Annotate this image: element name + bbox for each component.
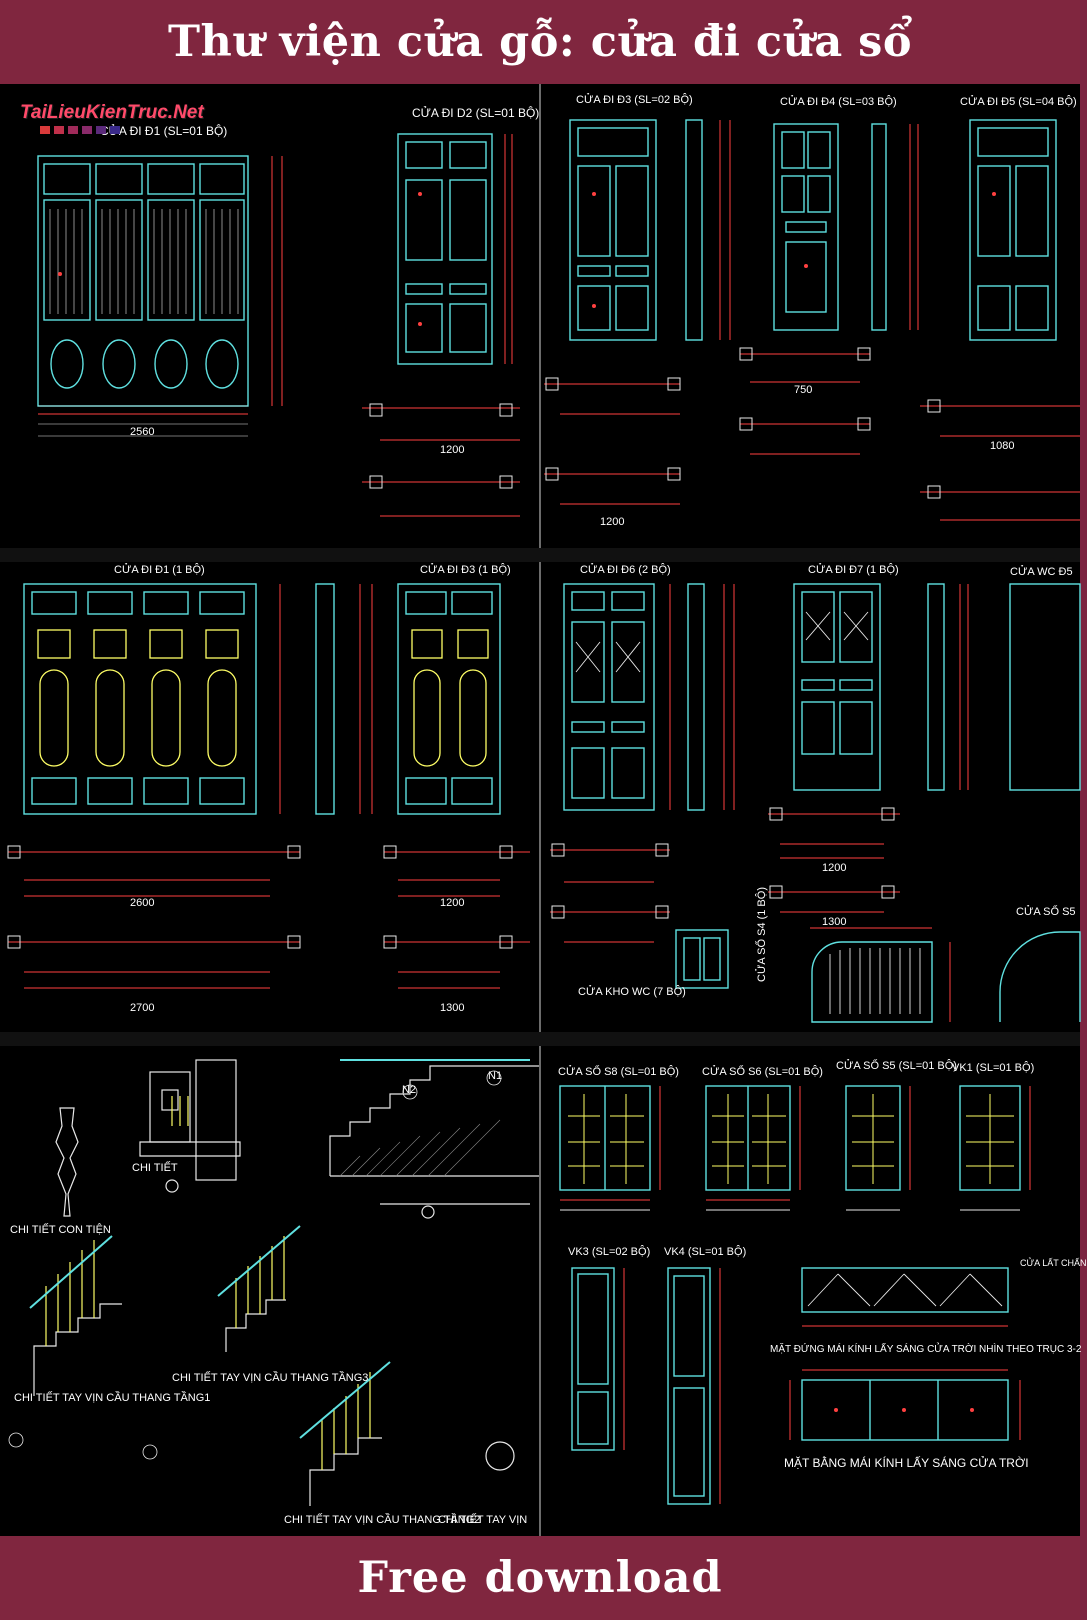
divider-horizontal-2 (0, 1032, 1080, 1046)
label-cua-lat-chan: CỬA LẤT CHẤN (1020, 1258, 1087, 1268)
label-door-d6: CỬA ĐI Đ6 (2 BỘ) (580, 564, 671, 576)
label-window-s5-p6: CỬA SỔ S5 (SL=01 BỘ) (836, 1060, 957, 1072)
label-railing-floor3: CHI TIẾT TAY VỊN CẦU THANG TẦNG3 (172, 1372, 369, 1384)
label-vk4: VK4 (SL=01 BỘ) (664, 1246, 747, 1258)
label-vk3: VK3 (SL=02 BỘ) (568, 1246, 651, 1258)
dim-1200: 1200 (440, 444, 465, 456)
panel-door-d1-d3-detail: CỬA ĐI Đ1 (1 BỘ) CỬA ĐI Đ3 (1 BỘ) 2600 2… (0, 562, 540, 1032)
free-download-label: Free download (357, 1553, 723, 1603)
label-railing-floor2: CHI TIẾT TAY VỊN CẦU THANG TẦNG2 (284, 1514, 481, 1526)
label-door-d7: CỬA ĐI Đ7 (1 BỘ) (808, 564, 899, 576)
door-d1-d2-drawing (37, 133, 520, 517)
label-door-d4: CỬA ĐI Đ4 (SL=03 BỘ) (780, 96, 897, 108)
label-door-d3: CỬA ĐI Đ3 (SL=02 BỘ) (576, 94, 693, 106)
dim-2700: 2700 (130, 1002, 155, 1014)
label-door-d5: CỬA ĐI Đ5 (SL=04 BỘ) (960, 96, 1077, 108)
door-d3-d4-d5-drawing (544, 119, 1080, 521)
dim-2600: 2600 (130, 897, 155, 909)
label-railing-floor1: CHI TIẾT TAY VỊN CẦU THANG TẦNG1 (14, 1392, 211, 1404)
label-skylight-plan: MẶT BẰNG MÁI KÍNH LẤY SÁNG CỬA TRỜI (784, 1456, 1029, 1470)
label-skylight-elevation: MẶT ĐỨNG MÁI KÍNH LẤY SÁNG CỬA TRỜI NHÌN… (770, 1344, 1082, 1355)
windows-skylight-drawing (559, 1085, 1031, 1505)
divider-vertical-bottom (539, 1046, 541, 1536)
panel-door-d3-d4-d5: CỬA ĐI Đ3 (SL=02 BỘ) CỬA ĐI Đ4 (SL=03 BỘ… (540, 84, 1080, 548)
dim-750: 750 (794, 384, 813, 396)
label-door-d3-detail: CỬA ĐI Đ3 (1 BỘ) (420, 564, 511, 576)
label-door-d1-detail: CỬA ĐI Đ1 (1 BỘ) (114, 564, 205, 576)
door-d1-d3-detail-drawing (7, 583, 530, 989)
panel-door-d1-d2: CỬA ĐI Đ1 (SL=01 BỘ) CỬA ĐI D2 (SL=01 BỘ… (0, 84, 540, 548)
label-door-d2: CỬA ĐI D2 (SL=01 BỘ) (412, 106, 540, 120)
dim-1300-detail: 1300 (440, 1002, 465, 1014)
dim-1200-detail: 1200 (440, 897, 465, 909)
dim-1300-d7: 1300 (822, 916, 847, 928)
label-con-tien: CHI TIẾT CON TIỆN (10, 1224, 111, 1236)
label-window-s5: CỬA SỔ S5 (1016, 906, 1076, 918)
divider-horizontal-1 (0, 548, 1080, 562)
dim-1080: 1080 (990, 440, 1015, 452)
label-window-s8: CỬA SỔ S8 (SL=01 BỘ) (558, 1066, 679, 1078)
panel-stair-railing-details: CHI TIẾT CON TIỆN CHI TIẾT TAY VỊN CẦU T… (0, 1046, 540, 1536)
dim-1200-d3: 1200 (600, 516, 625, 528)
label-window-s6: CỬA SỔ S6 (SL=01 BỘ) (702, 1066, 823, 1078)
footer-banner: Free download (0, 1536, 1080, 1620)
label-door-d1: CỬA ĐI Đ1 (SL=01 BỘ) (100, 124, 228, 138)
label-door-wc-d5: CỬA WC Đ5 (1010, 566, 1073, 578)
watermark-swatches (40, 126, 120, 134)
marker-n1: N1 (488, 1070, 503, 1082)
dim-2560: 2560 (130, 426, 155, 438)
door-d6-d7-wc-drawing (550, 583, 1081, 1023)
watermark-logo: TaiLieuKienTruc.Net (20, 102, 204, 123)
cad-drawing-collage: CỬA ĐI Đ1 (SL=01 BỘ) CỬA ĐI D2 (SL=01 BỘ… (0, 84, 1087, 1536)
header-banner: Thư viện cửa gỗ: cửa đi cửa sổ (0, 0, 1080, 84)
stair-railing-drawing (8, 1059, 540, 1506)
panel-door-d6-d7-wc: CỬA ĐI Đ6 (2 BỘ) CỬA ĐI Đ7 (1 BỘ) CỬA WC… (540, 562, 1081, 1032)
label-vk1: VK1 (SL=01 BỘ) (952, 1062, 1035, 1074)
label-door-kho-wc: CỬA KHO WC (7 BỘ) (578, 986, 686, 998)
dim-1200-d7: 1200 (822, 862, 847, 874)
label-window-s4: CỬA SỔ S4 (1 BỘ) (756, 887, 768, 982)
label-railing-detail: CHI TIẾT TAY VỊN (438, 1514, 528, 1526)
marker-n2: N2 (402, 1084, 417, 1096)
panel-windows-skylight: CỬA SỔ S8 (SL=01 BỘ) CỬA SỔ S6 (SL=01 BỘ… (540, 1046, 1087, 1536)
page-title: Thư viện cửa gỗ: cửa đi cửa sổ (167, 17, 913, 67)
label-detail: CHI TIẾT (132, 1162, 178, 1174)
